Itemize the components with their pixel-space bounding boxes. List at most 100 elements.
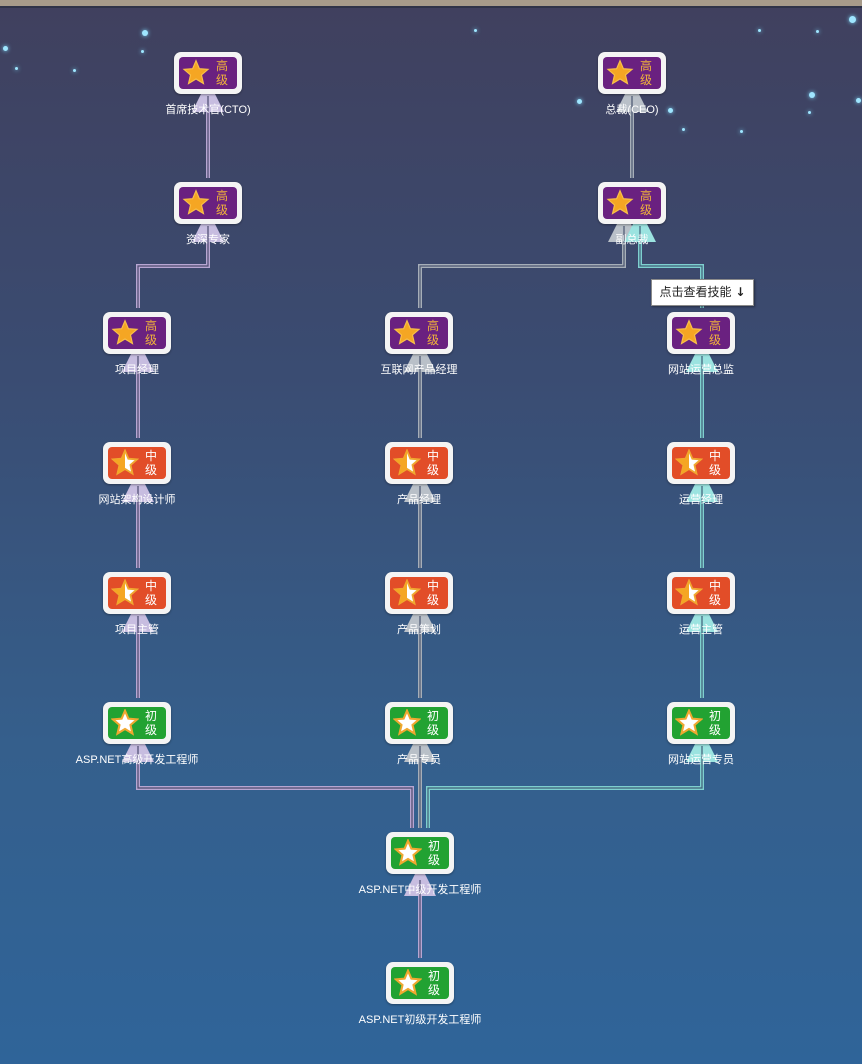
sparkle-decoration: [809, 92, 815, 98]
node-label: 副总裁: [615, 234, 649, 246]
star-icon: [393, 449, 421, 476]
node-label: ASP.NET中级开发工程师: [358, 884, 482, 896]
level-char: 级: [144, 723, 157, 737]
level-text: 中级: [142, 449, 160, 477]
level-char: 级: [144, 333, 157, 347]
senior-level-panel: 高级: [672, 317, 730, 349]
sparkle-decoration: [816, 30, 819, 33]
star-icon: [394, 839, 422, 866]
level-text: 高级: [424, 319, 442, 347]
level-char: 中: [708, 579, 721, 593]
star-icon: [111, 709, 139, 736]
level-text: 高级: [213, 189, 231, 217]
sparkle-decoration: [73, 69, 76, 72]
sparkle-decoration: [856, 98, 861, 103]
level-char: 级: [708, 723, 721, 737]
level-badge[interactable]: 高级: [385, 312, 453, 354]
level-badge[interactable]: 初级: [386, 832, 454, 874]
level-char: 级: [215, 73, 228, 87]
level-text: 中级: [142, 579, 160, 607]
level-text: 中级: [424, 579, 442, 607]
star-icon: [393, 319, 421, 345]
level-char: 高: [639, 59, 652, 73]
level-char: 初: [708, 709, 721, 723]
sparkle-decoration: [740, 130, 743, 133]
level-char: 高: [215, 189, 228, 203]
sparkle-decoration: [808, 111, 811, 114]
level-badge[interactable]: 高级: [598, 182, 666, 224]
level-badge[interactable]: 中级: [385, 442, 453, 484]
level-text: 初级: [425, 969, 443, 997]
node-label: 总裁(CEO): [605, 104, 659, 116]
level-badge[interactable]: 高级: [598, 52, 666, 94]
level-char: 级: [639, 203, 652, 217]
sparkle-decoration: [141, 50, 144, 53]
node-label: 产品专员: [397, 754, 441, 766]
star-icon: [675, 319, 703, 345]
senior-level-panel: 高级: [179, 187, 237, 219]
level-char: 高: [639, 189, 652, 203]
level-badge[interactable]: 中级: [667, 442, 735, 484]
path-tech-track: [122, 80, 436, 958]
level-text: 初级: [706, 709, 724, 737]
level-char: 高: [708, 319, 721, 333]
sparkle-decoration: [142, 30, 148, 36]
sparkle-decoration: [3, 46, 8, 51]
level-char: 中: [426, 579, 439, 593]
level-badge[interactable]: 中级: [103, 442, 171, 484]
senior-level-panel: 高级: [603, 57, 661, 89]
level-badge[interactable]: 初级: [386, 962, 454, 1004]
level-badge[interactable]: 中级: [667, 572, 735, 614]
level-char: 级: [215, 203, 228, 217]
sparkle-decoration: [758, 29, 761, 32]
star-icon: [394, 969, 422, 996]
level-char: 中: [144, 579, 157, 593]
mid-level-panel: 中级: [390, 577, 448, 609]
star-icon: [393, 579, 421, 606]
level-char: 级: [708, 593, 721, 607]
node-label: 项目主管: [115, 624, 159, 636]
node-label: 资深专家: [186, 234, 230, 246]
level-text: 中级: [706, 449, 724, 477]
mid-level-panel: 中级: [672, 577, 730, 609]
level-badge[interactable]: 高级: [174, 52, 242, 94]
star-icon: [111, 449, 139, 476]
star-icon: [606, 59, 634, 85]
sparkle-decoration: [577, 99, 582, 104]
level-badge[interactable]: 中级: [103, 572, 171, 614]
star-icon: [675, 579, 703, 606]
senior-level-panel: 高级: [179, 57, 237, 89]
senior-level-panel: 高级: [603, 187, 661, 219]
top-border: [0, 0, 862, 6]
sparkle-decoration: [668, 108, 673, 113]
level-char: 级: [427, 853, 440, 867]
star-icon: [182, 59, 210, 85]
skills-tooltip[interactable]: 点击查看技能 ↓: [651, 279, 754, 306]
level-char: 级: [426, 723, 439, 737]
sparkle-decoration: [849, 16, 856, 23]
level-char: 高: [426, 319, 439, 333]
level-badge[interactable]: 中级: [385, 572, 453, 614]
level-text: 中级: [424, 449, 442, 477]
junior-level-panel: 初级: [672, 707, 730, 739]
star-icon: [675, 449, 703, 476]
level-text: 高级: [706, 319, 724, 347]
node-label: 项目经理: [115, 364, 159, 376]
level-badge[interactable]: 高级: [103, 312, 171, 354]
down-arrow-icon: ↓: [735, 285, 746, 299]
star-icon: [675, 709, 703, 736]
level-char: 初: [427, 969, 440, 983]
level-char: 级: [144, 463, 157, 477]
level-badge[interactable]: 高级: [174, 182, 242, 224]
top-border-shadow: [0, 6, 862, 8]
level-badge[interactable]: 初级: [103, 702, 171, 744]
node-label: 产品经理: [397, 494, 441, 506]
level-badge[interactable]: 初级: [667, 702, 735, 744]
level-badge[interactable]: 初级: [385, 702, 453, 744]
level-char: 初: [427, 839, 440, 853]
star-icon: [393, 709, 421, 736]
path-ops-track: [426, 210, 718, 828]
level-text: 初级: [142, 709, 160, 737]
node-label: ASP.NET初级开发工程师: [358, 1014, 482, 1026]
level-badge[interactable]: 高级: [667, 312, 735, 354]
